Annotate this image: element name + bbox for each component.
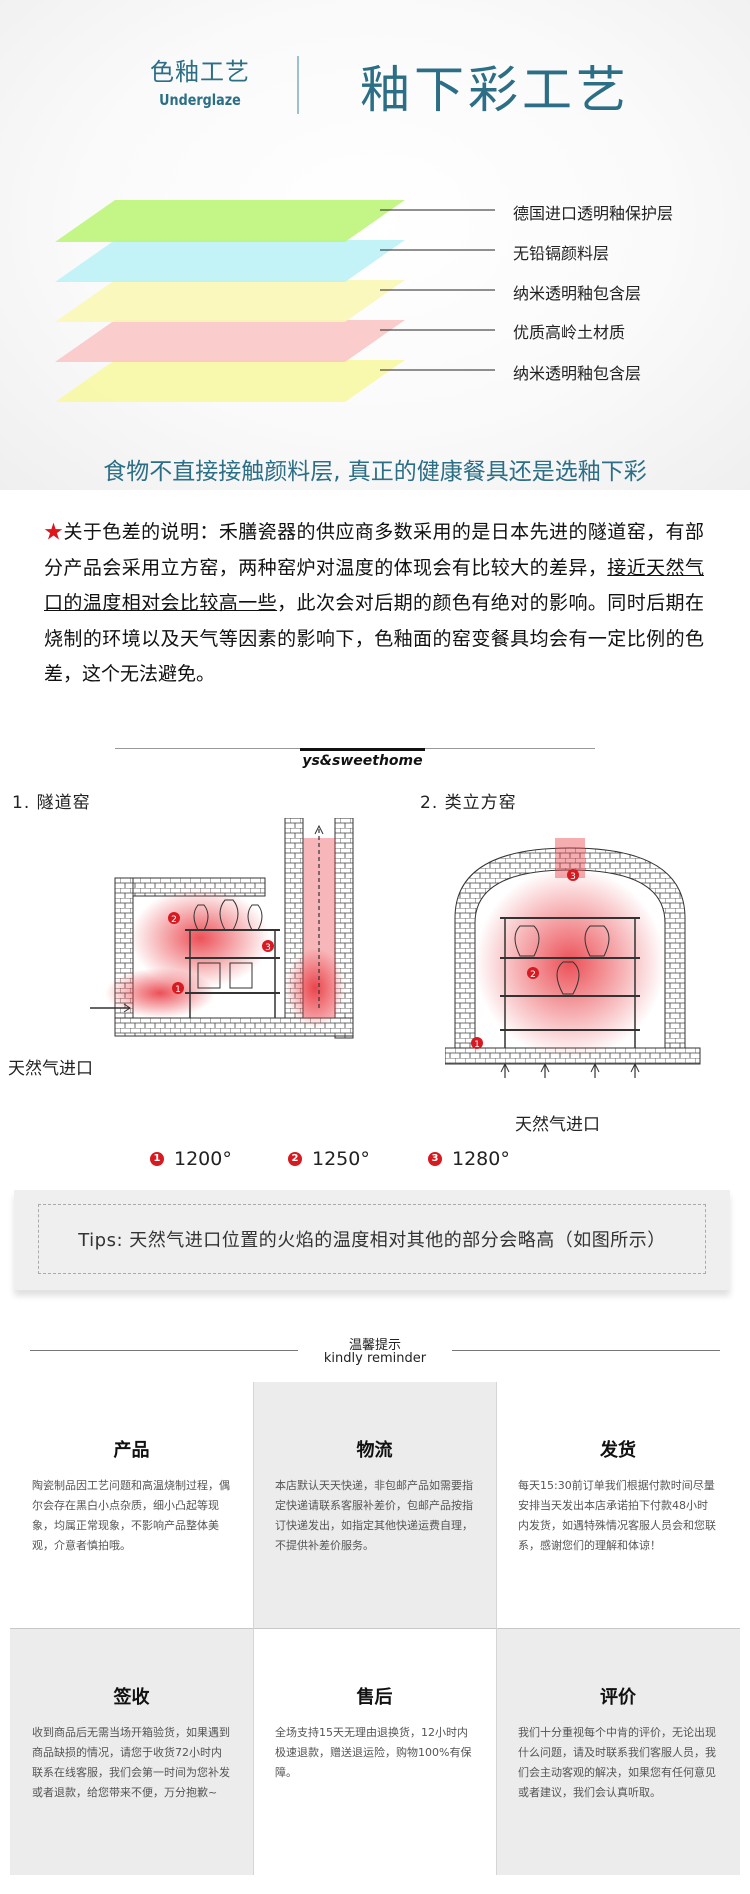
svg-text:1: 1 [474, 1040, 480, 1050]
star-icon: ★ [44, 521, 64, 543]
reminder-rule-left [30, 1350, 298, 1351]
brand-logo: ys&sweethome [300, 748, 425, 769]
temp-legend-2: 2 1250° [288, 1148, 370, 1170]
cell-title: 售后 [356, 1687, 393, 1708]
layer-label-2: 无铅镉颜料层 [513, 244, 610, 263]
glaze-layers-section: 色釉工艺 Underglaze 釉下彩工艺 德国进口透明釉保护层 无铅镉颜料层 … [0, 0, 750, 490]
header-left: 色釉工艺 Underglaze [110, 52, 290, 109]
temp-legend-3: 3 1280° [428, 1148, 510, 1170]
notice-part-2: ，此次会对后期的颜色有绝对的影响。同时后期在烧制的环境以及天气等因素的影响下，色… [44, 592, 704, 685]
temp-value-3: 1280° [452, 1148, 510, 1170]
svg-text:2: 2 [171, 915, 177, 925]
cube-kiln-title: 2. 类立方窑 [420, 793, 517, 813]
cell-title: 签收 [113, 1687, 150, 1708]
svg-text:2: 2 [530, 970, 536, 980]
temp-value-1: 1200° [174, 1148, 232, 1170]
layer-plate-1 [55, 200, 405, 242]
svg-text:3: 3 [265, 943, 271, 953]
grid-line-v1 [253, 1382, 254, 1875]
notice-underlined: 接近天然气口的温度相对会比较高一些 [44, 556, 704, 615]
layer-label-1: 德国进口透明釉保护层 [513, 204, 674, 223]
cell-title: 评价 [600, 1687, 636, 1708]
temp-value-2: 1250° [312, 1148, 370, 1170]
cell-body: 全场支持15天无理由退换货，12小时内极速退款，赠送退运险，购物100%有保障。 [275, 1726, 472, 1779]
layer-label-3: 纳米透明釉包含层 [513, 284, 642, 303]
reminder-cell-shipping: 发货 每天15:30前订单我们根据付款时间尽量安排当天发出本店承诺拍下付款48小… [496, 1382, 740, 1628]
page-title: 釉下彩工艺 [360, 61, 630, 119]
reminder-cell-product: 产品 陶瓷制品因工艺问题和高温烧制过程，偶尔会存在黑白小点杂质，细小凸起等现象，… [10, 1382, 253, 1628]
temp-legend-1: 1 1200° [150, 1148, 232, 1170]
cube-gas-inlet-label: 天然气进口 [515, 1115, 600, 1135]
header-left-cn: 色釉工艺 [150, 58, 250, 86]
notice-text: ★关于色差的说明：禾膳瓷器的供应商多数采用的是日本先进的隧道窑，有部分产品会采用… [44, 515, 704, 693]
reminder-rule-right [452, 1350, 720, 1351]
svg-text:1: 1 [175, 985, 181, 995]
cell-title: 发货 [600, 1440, 636, 1461]
svg-text:3: 3 [570, 872, 576, 882]
reminder-cell-after-sales: 售后 全场支持15天无理由退换货，12小时内极速退款，赠送退运险，购物100%有… [253, 1629, 496, 1875]
cell-title: 物流 [356, 1440, 393, 1461]
marker-3-icon: 3 [428, 1152, 442, 1166]
layer-plate-3 [55, 280, 405, 322]
cell-body: 本店默认天天快递，非包邮产品如需要指定快递请联系客服补差价，包邮产品按指订快递发… [275, 1479, 473, 1552]
cell-body: 陶瓷制品因工艺问题和高温烧制过程，偶尔会存在黑白小点杂质，细小凸起等现象，均属正… [32, 1479, 230, 1552]
header-left-en: Underglaze [159, 91, 241, 109]
tagline: 食物不直接接触颜料层, 真正的健康餐具还是选釉下彩 [103, 459, 647, 485]
kindly-reminder-section: 温馨提示 kindly reminder 产品 陶瓷制品因工艺问题和高温烧制过程… [0, 1320, 750, 1894]
reminder-cell-receipt: 签收 收到商品后无需当场开箱验货，如果遇到商品缺损的情况，请您于收货72小时内联… [10, 1629, 253, 1875]
tips-box: Tips: 天然气进口位置的火焰的温度相对其他的部分会略高（如图所示） [14, 1190, 730, 1290]
cell-body: 每天15:30前订单我们根据付款时间尽量安排当天发出本店承诺拍下付款48小时内发… [518, 1479, 716, 1552]
cell-title: 产品 [113, 1440, 150, 1461]
marker-1-icon: 1 [150, 1152, 164, 1166]
notice-part-1: 关于色差的说明：禾膳瓷器的供应商多数采用的是日本先进的隧道窑，有部分产品会采用立… [44, 521, 704, 579]
layer-plate-5 [55, 360, 405, 402]
color-difference-notice: ★关于色差的说明：禾膳瓷器的供应商多数采用的是日本先进的隧道窑，有部分产品会采用… [0, 505, 750, 725]
grid-line-middle [10, 1628, 740, 1629]
kiln-section: ys&sweethome 1. 隧道窑 2. 类立方窑 [0, 728, 750, 1308]
header-divider [297, 56, 299, 114]
tunnel-gas-inlet-label: 天然气进口 [8, 1059, 93, 1079]
layer-label-4: 优质高岭土材质 [513, 323, 626, 342]
marker-2-icon: 2 [288, 1152, 302, 1166]
cell-body: 收到商品后无需当场开箱验货，如果遇到商品缺损的情况，请您于收货72小时内联系在线… [32, 1726, 230, 1799]
reminder-cell-logistics: 物流 本店默认天天快递，非包邮产品如需要指定快递请联系客服补差价，包邮产品按指订… [253, 1382, 496, 1628]
grid-line-v2 [496, 1382, 497, 1875]
cube-kiln-diagram: 3 2 1 [445, 838, 701, 1078]
reminder-title-en: kindly reminder [323, 1351, 427, 1366]
tips-text: Tips: 天然气进口位置的火焰的温度相对其他的部分会略高（如图所示） [38, 1204, 706, 1274]
cell-body: 我们十分重视每个中肯的评价，无论出现什么问题，请及时联系我们客服人员，我们会主动… [518, 1726, 716, 1799]
reminder-cell-review: 评价 我们十分重视每个中肯的评价，无论出现什么问题，请及时联系我们客服人员，我们… [496, 1629, 740, 1875]
tunnel-kiln-diagram: 2 3 1 [90, 818, 354, 1039]
reminder-title-cn: 温馨提示 [348, 1338, 401, 1353]
layer-plate-2 [55, 240, 405, 282]
layer-plate-4 [55, 320, 405, 362]
layer-label-5: 纳米透明釉包含层 [513, 364, 642, 383]
tunnel-kiln-title: 1. 隧道窑 [12, 793, 91, 813]
layers-diagram [55, 200, 495, 402]
